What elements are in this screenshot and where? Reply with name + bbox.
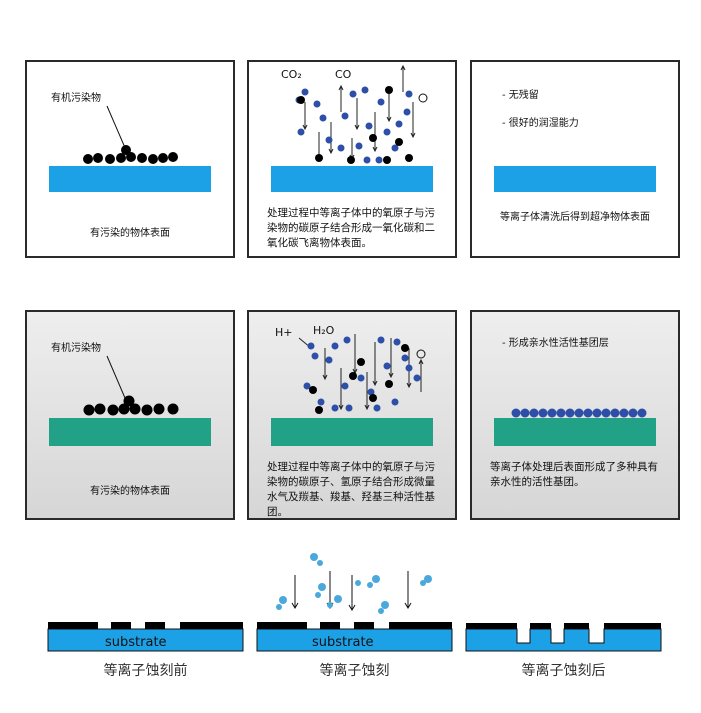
panel-hydrophilic-layer: - 形成亲水性活性基团层 等离子体处理后表面形成了多种具有亲水性的活性基团。 xyxy=(470,310,680,520)
organic-contaminant-label: 有机污染物 xyxy=(51,343,101,354)
hydrophilic-layer-illustration xyxy=(494,408,656,446)
plasma-etching-diagram: substrate substrate xyxy=(47,553,662,652)
panel-caption: 等离子体处理后表面形成了多种具有亲水性的活性基团。 xyxy=(490,461,658,488)
hydrophilic-process-illustration xyxy=(271,334,433,446)
panel-caption: 有污染的物体表面 xyxy=(90,228,170,239)
panel-clean-surface: - 无残留 - 很好的润湿能力 等离子体清洗后得到超净物体表面 xyxy=(470,60,680,258)
substrate-label: substrate xyxy=(105,635,167,650)
panel-contaminated-surface-2: 有机污染物 有污染的物体表面 xyxy=(25,310,235,520)
oxygen-plasma-illustration xyxy=(271,64,433,192)
panel-caption: 等离子体清洗后得到超净物体表面 xyxy=(500,212,650,223)
organic-contaminant-label: 有机污染物 xyxy=(51,93,101,104)
caption-etching: 等离子蚀刻 xyxy=(319,663,390,679)
h2o-label: H₂O xyxy=(313,324,335,337)
panel-caption: 处理过程中等离子体中的氧原子与污染物的碳原子结合形成一氧化碳和二氧化碳飞离物体表… xyxy=(267,207,435,249)
oxygen-atoms xyxy=(295,86,413,164)
co-label: CO xyxy=(335,68,352,81)
panel-oxygen-plasma-process: CO₂ CO 处理过程中等离子体中的氧原子与污染物的碳原子结合形成一氧化碳和二氧… xyxy=(247,60,457,258)
etch-after xyxy=(465,623,662,652)
h-plus-label: H+ xyxy=(275,326,293,339)
co2-label: CO₂ xyxy=(281,68,302,81)
contaminated-surface-illustration xyxy=(49,105,211,192)
bullet-hydrophilic-layer: - 形成亲水性活性基团层 xyxy=(502,338,609,349)
substrate-label: substrate xyxy=(312,635,374,650)
carbon-atoms xyxy=(297,86,413,164)
panel-hydrophilic-process: H+ H₂O 处理过程中等离子体中的氧原子与污染物的碳原子、氢原子结合形成微量水… xyxy=(247,310,457,520)
contaminated-surface-illustration xyxy=(49,355,211,446)
contaminant-particles xyxy=(83,145,178,164)
bullet-no-residue: - 无残留 xyxy=(502,90,539,101)
panel-contaminated-surface: 有机污染物 有污染的物体表面 xyxy=(25,60,235,258)
panel-caption: 有污染的物体表面 xyxy=(90,486,170,497)
substrate xyxy=(49,166,211,192)
reaction-arrows xyxy=(302,64,416,161)
caption-after-etch: 等离子蚀刻后 xyxy=(521,663,606,679)
panel-caption: 处理过程中等离子体中的氧原子与污染物的碳原子、氢原子结合形成微量水气及羰基、羧基… xyxy=(267,461,435,518)
etch-during: substrate xyxy=(256,553,453,652)
clean-surface-illustration xyxy=(494,166,656,192)
bullet-wettability: - 很好的润湿能力 xyxy=(502,118,579,129)
caption-before-etch: 等离子蚀刻前 xyxy=(103,663,188,679)
etch-before: substrate xyxy=(47,622,244,652)
